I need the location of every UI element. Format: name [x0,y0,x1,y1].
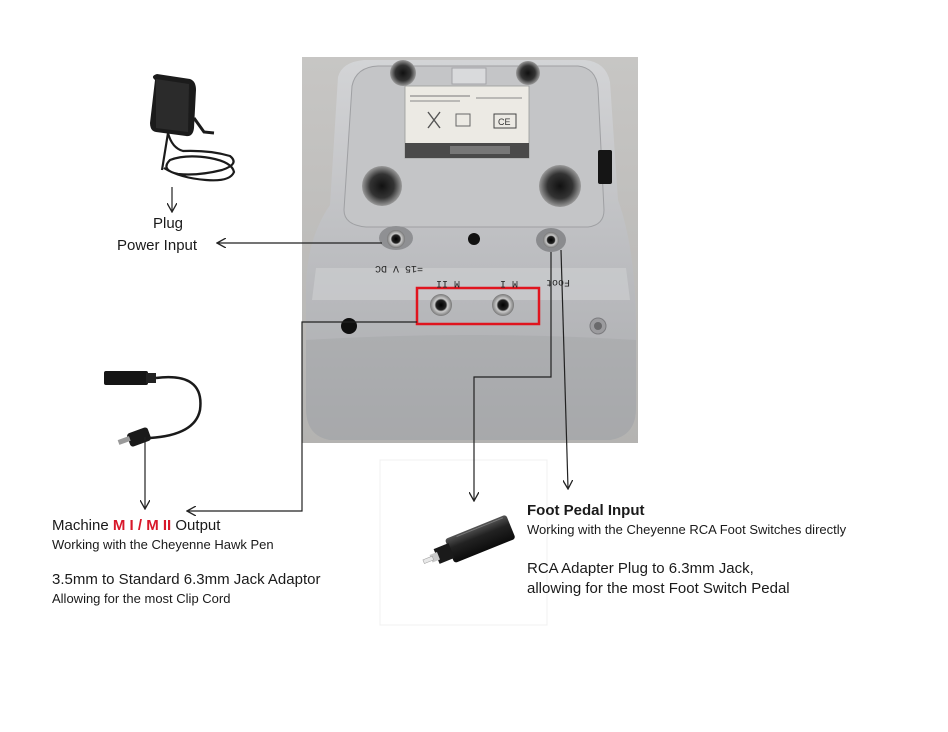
device-foot-label: Foot [546,276,570,287]
machine-output-title: Machine M I / M II Output [52,517,220,535]
machine-note: Working with the Cheyenne Hawk Pen [52,537,274,553]
power-input-label: Power Input [117,237,197,255]
foot-pedal-note: Working with the Cheyenne RCA Foot Switc… [527,522,846,538]
device-m2-label: M II [436,277,460,288]
power-adapter-image [150,74,234,180]
plug-label: Plug [153,215,183,233]
device-m1-label: M I [500,277,518,288]
device-dc-label: =15 V DC [375,262,423,273]
svg-text:CE: CE [498,117,511,127]
machine-highlight: M I / M II [113,517,171,534]
jack-adaptor-image [104,371,200,447]
machine-prefix: Machine [52,517,109,534]
rca-adapter-photo [380,460,547,625]
foot-pedal-title: Foot Pedal Input [527,502,645,520]
machine-suffix: Output [175,517,220,534]
rca-adapter-line1: RCA Adapter Plug to 6.3mm Jack, [527,560,754,578]
rca-adapter-line2: allowing for the most Foot Switch Pedal [527,580,790,598]
device-photo: CE [302,57,638,443]
adaptor-title: 3.5mm to Standard 6.3mm Jack Adaptor [52,571,320,589]
adaptor-note: Allowing for the most Clip Cord [52,591,230,607]
